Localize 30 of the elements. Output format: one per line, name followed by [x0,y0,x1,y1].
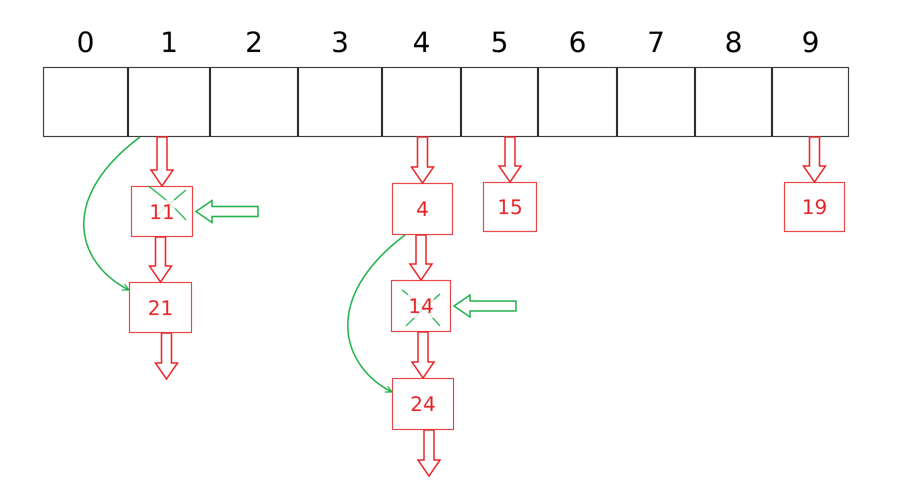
node-box: 24 [392,378,454,430]
index-label: 6 [568,26,588,59]
node-box: 4 [392,183,453,235]
index-label: 7 [646,26,666,59]
index-label: 4 [412,26,432,59]
hollow-arrow [150,136,174,188]
hollow-arrow [416,429,442,478]
node-box: 15 [483,182,537,232]
index-label: 5 [490,26,510,59]
hollow-arrow [410,331,436,380]
curved-arrow [347,234,406,393]
index-label: 2 [244,26,264,59]
hollow-arrow [802,136,827,184]
hollow-arrow [194,199,259,224]
hollow-arrow [410,136,435,184]
hollow-arrow [408,234,434,282]
hollow-arrow [452,294,517,318]
index-label: 1 [159,26,179,59]
curved-arrow [83,136,140,291]
node-box: 19 [784,182,845,232]
index-label: 8 [724,26,744,59]
node-box: 11 [131,186,193,237]
index-label: 9 [800,26,820,59]
node-box: 21 [129,282,192,333]
index-label: 3 [330,26,350,59]
hollow-arrow [154,332,179,380]
hollow-arrow [498,136,522,184]
node-box: 14 [391,280,451,332]
hollow-arrow [148,236,173,284]
index-label: 0 [76,26,96,59]
